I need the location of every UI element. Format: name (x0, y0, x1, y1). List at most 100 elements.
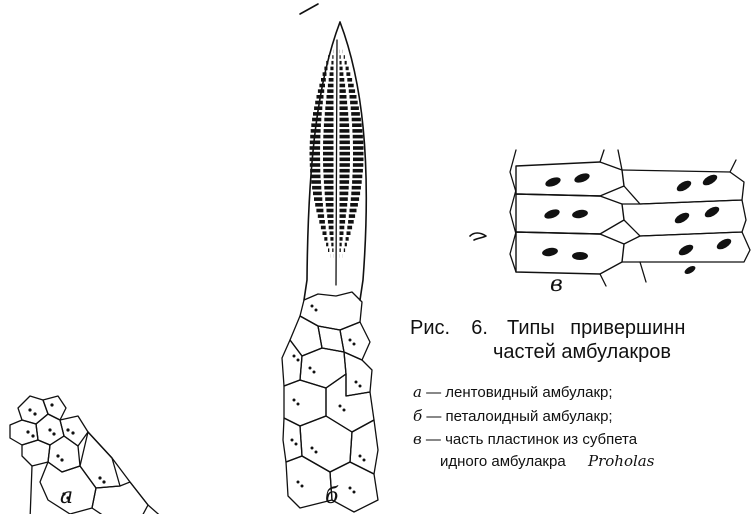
pore-bar (310, 158, 321, 162)
caption-number: 6. (471, 317, 488, 339)
pore-bar (310, 163, 320, 167)
pore-bar (352, 123, 362, 127)
legend-text: — лентовидный амбулакр; (426, 384, 612, 401)
pore-bar (351, 112, 360, 116)
pore-bar (340, 158, 351, 162)
pore-bar (326, 203, 334, 207)
pore-bar (353, 163, 363, 167)
pore-bar (340, 135, 350, 139)
pore-bar (330, 67, 333, 71)
pore-bar (324, 67, 327, 71)
pore-bar (340, 203, 348, 207)
pore-bar (330, 237, 333, 241)
legend-item-b: б — петалоидный амбулакр; (413, 407, 613, 426)
pore-dots-b (291, 305, 366, 494)
pore-bar (328, 55, 329, 59)
pore-bar (323, 152, 334, 156)
legend-letter: в (413, 430, 422, 448)
pore-bar (323, 169, 333, 173)
pore-bar (314, 197, 322, 201)
legend-species: Proholas (588, 452, 654, 470)
pore-bar (349, 89, 355, 93)
pore-bar (328, 248, 329, 252)
pore-bar (340, 101, 348, 105)
legend-item-v-continued: идного амбулакра Proholas (440, 452, 654, 471)
pore-bar (312, 118, 321, 122)
pore-bar (340, 175, 350, 179)
pore-bar (310, 146, 321, 150)
pore-bar (323, 72, 327, 76)
pore-bar (353, 152, 364, 156)
panel-label-v: в (550, 272, 563, 297)
pore-bar (340, 209, 347, 213)
pore-bar (353, 169, 363, 173)
pore-bar (350, 209, 357, 213)
pore-bar (340, 106, 348, 110)
pore-bar (323, 146, 334, 150)
pore-bar (327, 95, 334, 99)
pore-bar (310, 135, 320, 139)
pore-bar (315, 101, 323, 105)
pore-bar (311, 129, 321, 133)
pore-bar (352, 129, 362, 133)
pore-bar (340, 226, 345, 230)
pore-bar (313, 192, 322, 196)
pore-bar (351, 106, 359, 110)
pore-bar (321, 78, 326, 82)
pore-bar (352, 180, 362, 184)
pore-bar (317, 95, 324, 99)
pore-bar (340, 231, 344, 235)
pore-bar (325, 192, 334, 196)
legend-item-v: в — часть пластинок из субпета (413, 430, 637, 449)
pore-bar (312, 186, 321, 190)
pore-bar (346, 237, 349, 241)
subpetaloid-pores (541, 172, 733, 276)
pore-bar (310, 141, 320, 145)
pore-bar (340, 67, 343, 71)
pore-bar (331, 61, 333, 65)
legend-letter: б (413, 407, 422, 425)
pore-bar (340, 163, 350, 167)
apical-plates (10, 396, 88, 472)
caption-title-line1: Типы привершинн (507, 317, 685, 339)
pore-bar (310, 152, 321, 156)
pore-bar (324, 123, 334, 127)
pore-bar (340, 78, 345, 82)
pore-bar (318, 214, 324, 218)
pore-bar (340, 89, 346, 93)
pore-bar (329, 226, 334, 230)
pore-bar (330, 231, 334, 235)
pore-bar (350, 203, 358, 207)
pore-bar (323, 231, 327, 235)
caption-prefix: Рис. (410, 317, 450, 339)
pore-bar (348, 84, 354, 88)
pore-bar (340, 141, 350, 145)
pore-bar (340, 55, 341, 59)
ribbon-plates (40, 432, 148, 514)
pore-bar (318, 89, 324, 93)
pore-bar (329, 78, 334, 82)
pore-bar (340, 243, 342, 247)
pore-bar (324, 175, 334, 179)
pore-bar (311, 175, 321, 179)
pore-bar (315, 203, 323, 207)
pore-bar (345, 243, 347, 247)
panel-label-b: б (325, 484, 338, 509)
pore-bar (340, 237, 343, 241)
pore-bar (352, 175, 362, 179)
pore-bar (319, 220, 325, 224)
legend-text: идного амбулакра (440, 453, 566, 470)
pore-bar (340, 152, 351, 156)
legend-text: — петалоидный амбулакр; (426, 408, 612, 425)
subpetaloid-plates-drawing (470, 150, 750, 286)
pore-bar (332, 55, 333, 59)
pore-bar (324, 129, 334, 133)
pore-bar (325, 106, 333, 110)
pore-bar (327, 214, 333, 218)
ribbon-ambulacrum-drawing (10, 396, 165, 514)
pore-bar (340, 186, 349, 190)
pore-bar (321, 226, 326, 230)
pore-bar (353, 141, 363, 145)
pore-bar (311, 123, 321, 127)
pore-bar (347, 226, 352, 230)
